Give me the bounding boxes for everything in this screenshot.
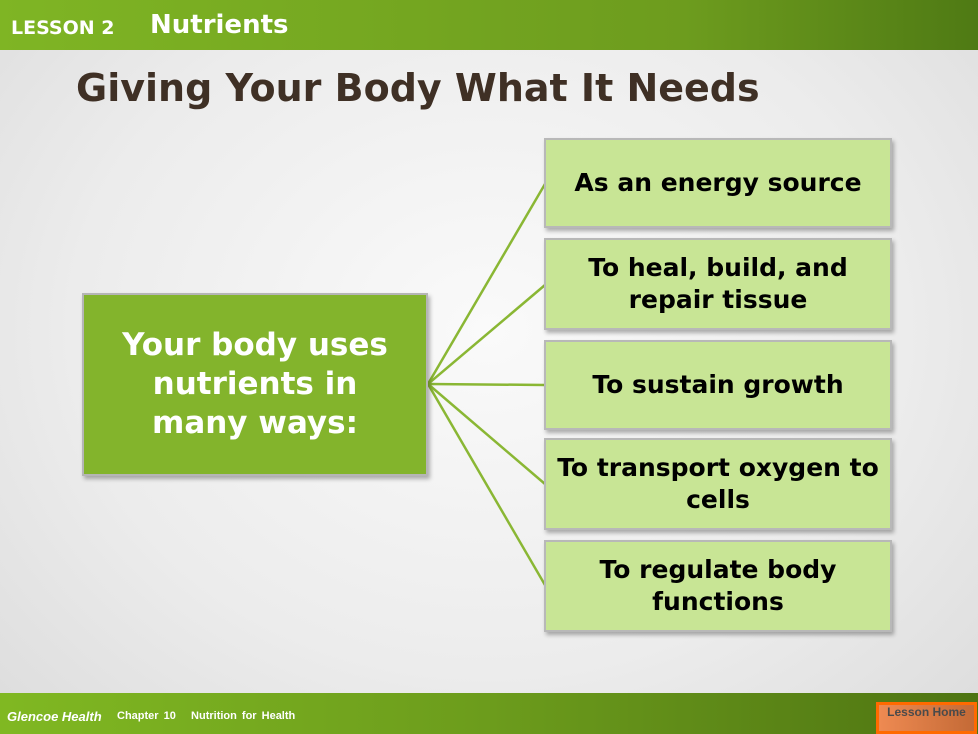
- footer-bar: Glencoe Health Chapter 10 Nutrition for …: [0, 693, 978, 734]
- lesson-home-button[interactable]: Lesson Home: [876, 702, 977, 734]
- page-title: Giving Your Body What It Needs: [76, 66, 760, 110]
- list-item: To transport oxygen to cells: [544, 438, 892, 530]
- list-item: To heal, build, and repair tissue: [544, 238, 892, 330]
- list-item: To sustain growth: [544, 340, 892, 430]
- lesson-label: LESSON 2: [11, 17, 115, 39]
- chapter-info: Chapter 10 Nutrition for Health: [117, 710, 295, 722]
- connector-line: [426, 383, 547, 586]
- main-concept-box: Your body uses nutrients in many ways:: [82, 293, 428, 476]
- connector-line: [427, 382, 546, 387]
- connector-line: [427, 383, 546, 485]
- chapter-title: Nutrition for Health: [191, 710, 296, 722]
- lesson-topic: Nutrients: [150, 10, 289, 40]
- connector-line: [426, 183, 547, 385]
- chapter-number: Chapter 10: [117, 710, 176, 722]
- list-item: To regulate body functions: [544, 540, 892, 632]
- brand-name: Glencoe Health: [7, 709, 102, 724]
- header-bar: LESSON 2 Nutrients: [0, 0, 978, 50]
- connector-line: [427, 284, 546, 385]
- list-item: As an energy source: [544, 138, 892, 228]
